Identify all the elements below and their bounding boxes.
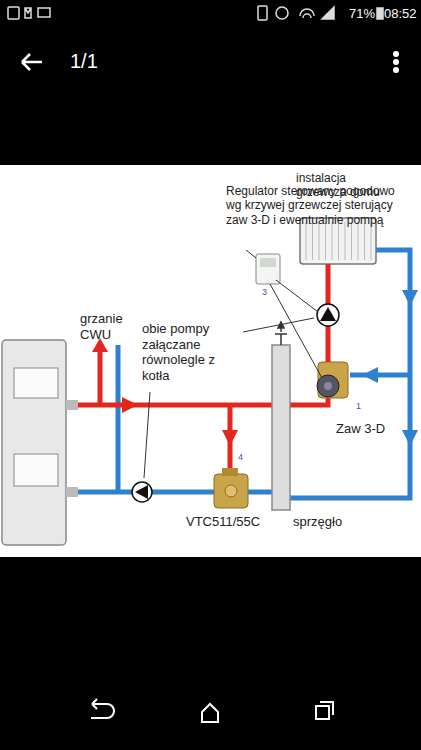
radiator-fin (312, 222, 313, 260)
radiator-fin (371, 222, 372, 260)
radiator-fin (332, 222, 333, 260)
radiator-fins (306, 222, 371, 260)
status-icons (8, 6, 383, 20)
radiator-fin (338, 222, 339, 260)
valve-model-label: VTC511/55C (186, 514, 270, 530)
boiler-panel (14, 368, 58, 398)
battery-level: 71% (349, 6, 379, 22)
callout-number: 3 (262, 287, 274, 298)
dhw-label: grzanie CWU (80, 311, 140, 342)
nav-icons (91, 699, 333, 722)
valve-label: Zaw 3-D (336, 421, 406, 437)
bottom-bar (0, 557, 421, 750)
page-counter: 1/1 (70, 49, 130, 73)
top-bar (0, 0, 421, 165)
callout-number: 1 (356, 401, 368, 412)
boiler-stub (66, 400, 78, 410)
boiler (2, 340, 66, 545)
radiator-fin (325, 222, 326, 260)
separator-label: sprzęgło (293, 514, 363, 530)
mixing-valve (317, 362, 348, 398)
radiator-fin (351, 222, 352, 260)
house-heating-label: instalacja grzewcza domu (296, 171, 400, 200)
radiator-fin (319, 222, 320, 260)
boiler-pump (132, 482, 152, 502)
hydraulic-separator (272, 345, 290, 510)
radiator-fin (345, 222, 346, 260)
flow-arrows (92, 290, 418, 446)
weather-controller (256, 254, 280, 284)
callout-number: 4 (238, 452, 250, 463)
circulation-pump (317, 304, 339, 326)
radiator-fin (364, 222, 365, 260)
radiator-fin (306, 222, 307, 260)
boiler-panel (14, 454, 58, 486)
image-area (0, 165, 421, 557)
pumps-note: obie pompy załączane równolegle z kotła (142, 321, 242, 383)
thermostatic-valve (214, 468, 248, 508)
boiler-stub (66, 487, 78, 497)
radiator-fin (358, 222, 359, 260)
clock: 08:52 (384, 6, 420, 22)
return-pipes (78, 250, 410, 498)
